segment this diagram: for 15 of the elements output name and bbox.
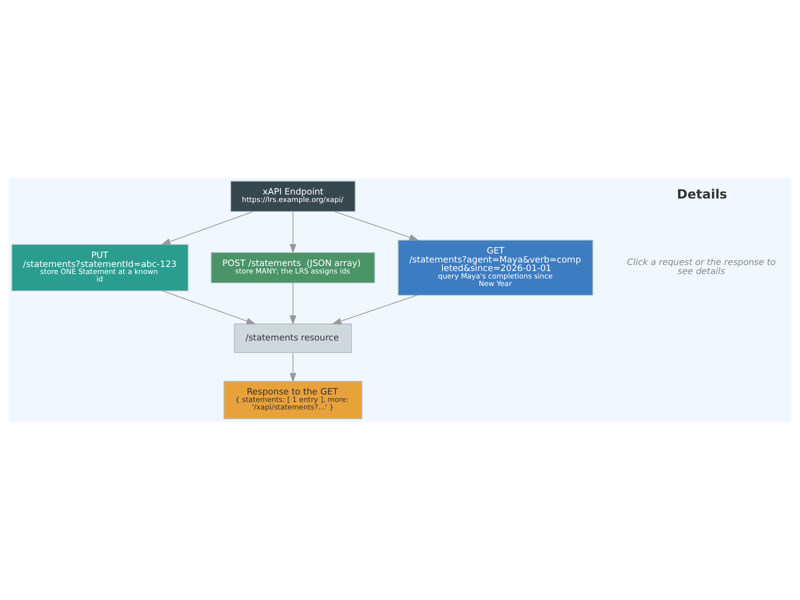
node-box: /statements resource (234, 324, 352, 354)
arrow (290, 282, 296, 326)
arrow (290, 352, 296, 383)
arrow (162, 290, 256, 324)
label: Click a request or the response to see details (627, 258, 776, 277)
node-box: GET /statements?agent=Maya&verb=completed&since=2026-01-01 query Maya's completions since New Year (398, 240, 594, 296)
node-box: POST /statements (JSON array) store MANY; the LRS assigns ids (210, 252, 376, 284)
node-box: PUT /statements?statementId=abc-123 store ONE Statement at a known id (11, 244, 188, 292)
arrow (332, 294, 418, 324)
arrow (160, 211, 254, 245)
arrow (290, 211, 296, 254)
label: Details (676, 188, 728, 203)
node-box: Response to the GET { statements: [ 1 entry ], more: '/xapi/statements?...' } (224, 380, 362, 420)
arrow (334, 211, 419, 241)
node-box: xAPI Endpoint https://lrs.example.org/xapi/ (230, 180, 356, 212)
